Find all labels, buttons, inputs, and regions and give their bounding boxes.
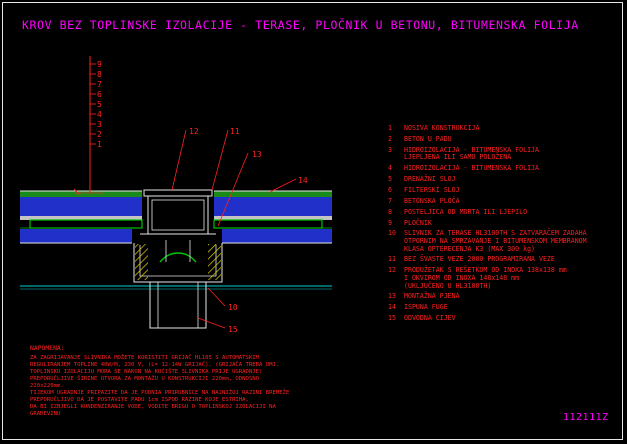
svg-text:11: 11: [230, 127, 240, 136]
legend-item: 10 SLIVNIK ZA TERASE HL3100TH S ZATVARAČE…: [388, 230, 620, 253]
scale-label: 6: [97, 90, 102, 99]
svg-text:10: 10: [228, 303, 238, 312]
scale-label: 3: [97, 120, 102, 129]
scale-label: 8: [97, 70, 102, 79]
outlet-pipe: [149, 281, 207, 329]
legend-item: 13 MONTAŽNA PJENA: [388, 293, 620, 301]
legend-item: 5 DRENAŽNI SLOJ: [388, 175, 620, 184]
legend-item-text: DRENAŽNI SLOJ: [404, 175, 456, 184]
legend-item-number: 8: [388, 207, 392, 216]
legend-item-number: 12: [388, 266, 396, 275]
legend-item-text: PRODUŽETAK S REŠETKOM OD INOXA 138x138 m…: [404, 266, 567, 290]
legend-item-text: NOSIVA KONSTRUKCIJA: [404, 124, 480, 132]
sloped-screed: [20, 229, 332, 244]
concrete-slab: [20, 197, 332, 220]
callout-15: 15: [228, 325, 238, 334]
legend-item: 7 BETONSKA PLOČA: [388, 196, 620, 206]
legend-item: 14 ISPUNA FUGE: [388, 304, 620, 312]
legend-item-number: 14: [388, 303, 396, 312]
legend-item: 6 FILTERSKI SLOJ: [388, 185, 620, 195]
svg-text:13: 13: [252, 150, 262, 159]
legend-item: 9 PLOČNIK: [388, 218, 620, 228]
svg-text:14: 14: [298, 176, 308, 185]
legend-item-text: ODVODNA CIJEV: [404, 314, 456, 323]
legend-item-number: 4: [388, 164, 392, 173]
legend-item-number: 3: [388, 145, 392, 154]
legend-item: 4 HIDROIZOLACIJA - BITUMENSKA FOLIJA: [388, 165, 620, 173]
drawing-code: 112111Z: [563, 412, 609, 423]
legend-item: 3 HIDROIZOLACIJA - BITUMENSKA FOLIJA LJEP…: [388, 145, 620, 162]
svg-text:12: 12: [189, 127, 199, 136]
callout-11: 11: [230, 127, 240, 136]
paving-layer: [20, 190, 332, 197]
legend-item-text: HIDROIZOLACIJA - BITUMENSKA FOLIJA: [404, 164, 539, 173]
svg-text:15: 15: [228, 325, 238, 334]
legend-item-text: BETONSKA PLOČA: [404, 196, 460, 205]
scale-label: 5: [97, 100, 102, 109]
legend-item-text: ISPUNA FUGE: [404, 303, 448, 312]
layer-scale: [73, 56, 104, 196]
callout-14: 14: [298, 176, 308, 185]
terrace-drain: [133, 189, 223, 283]
legend-item-text: FILTERSKI SLOJ: [404, 185, 460, 194]
scale-label: 2: [97, 130, 102, 139]
legend-item-text: SLIVNIK ZA TERASE HL3100TH S ZATVARAČEM …: [404, 229, 587, 253]
legend-item: 15 ODVODNA CIJEV: [388, 315, 620, 323]
scale-label: 4: [97, 110, 102, 119]
callout-10: 10: [228, 303, 238, 312]
leader-lines: [171, 129, 297, 329]
legend-item-text: BEZ ŠVASTE VEZE 2000 PROGRAMIRANA VEZE: [404, 255, 555, 264]
load-bearing-structure: [20, 285, 332, 290]
legend-item-number: 10: [388, 229, 396, 238]
legend-item-number: 13: [388, 292, 396, 301]
legend-item-text: POSTELJICA OD MORTA ILI LJEPILO: [404, 207, 528, 216]
legend-item-number: 1: [388, 124, 392, 132]
drawing-title: KROV BEZ TOPLINSKE IZOLACIJE - TERASE, P…: [22, 18, 579, 32]
legend-item-number: 11: [388, 255, 396, 264]
legend-item: 1 NOSIVA KONSTRUKCIJA: [388, 124, 620, 133]
legend-item: 12 PRODUŽETAK S REŠETKOM OD INOXA 138x138…: [388, 267, 620, 290]
legend-item-number: 7: [388, 196, 392, 205]
notes-heading: NAPOMENA:: [30, 344, 65, 352]
scale-label: 1: [97, 140, 102, 149]
legend-item-text: HIDROIZOLACIJA - BITUMENSKA FOLIJA LJEPL…: [404, 145, 539, 162]
notes-body: ZA ZAGRIJAVANJE SLIVNIKA MOŽETE KORISTIT…: [30, 355, 290, 417]
legend-item-number: 2: [388, 134, 392, 143]
legend-item-number: 6: [388, 185, 392, 194]
legend-item-number: 5: [388, 175, 392, 184]
scale-label: 7: [97, 80, 102, 89]
notes-block: NAPOMENA: ZA ZAGRIJAVANJE SLIVNIKA MOŽET…: [30, 344, 330, 418]
legend-item-text: MONTAŽNA PJENA: [404, 292, 460, 301]
legend-item: 11 BEZ ŠVASTE VEZE 2000 PROGRAMIRANA VEZE: [388, 256, 620, 264]
callout-13: 13: [252, 150, 262, 159]
legend-item-text: PLOČNIK: [404, 218, 432, 227]
legend-item-number: 9: [388, 218, 392, 227]
drainage-layer: [20, 219, 332, 229]
legend-item: 2 BETON U PADU: [388, 134, 620, 144]
legend-item-text: BETON U PADU: [404, 134, 452, 143]
legend-item: 8 POSTELJICA OD MORTA ILI LJEPILO: [388, 207, 620, 217]
callout-12: 12: [189, 127, 199, 136]
scale-label: 9: [97, 60, 102, 69]
drawing-frame: [2, 2, 623, 440]
legend-item-number: 15: [388, 314, 396, 323]
